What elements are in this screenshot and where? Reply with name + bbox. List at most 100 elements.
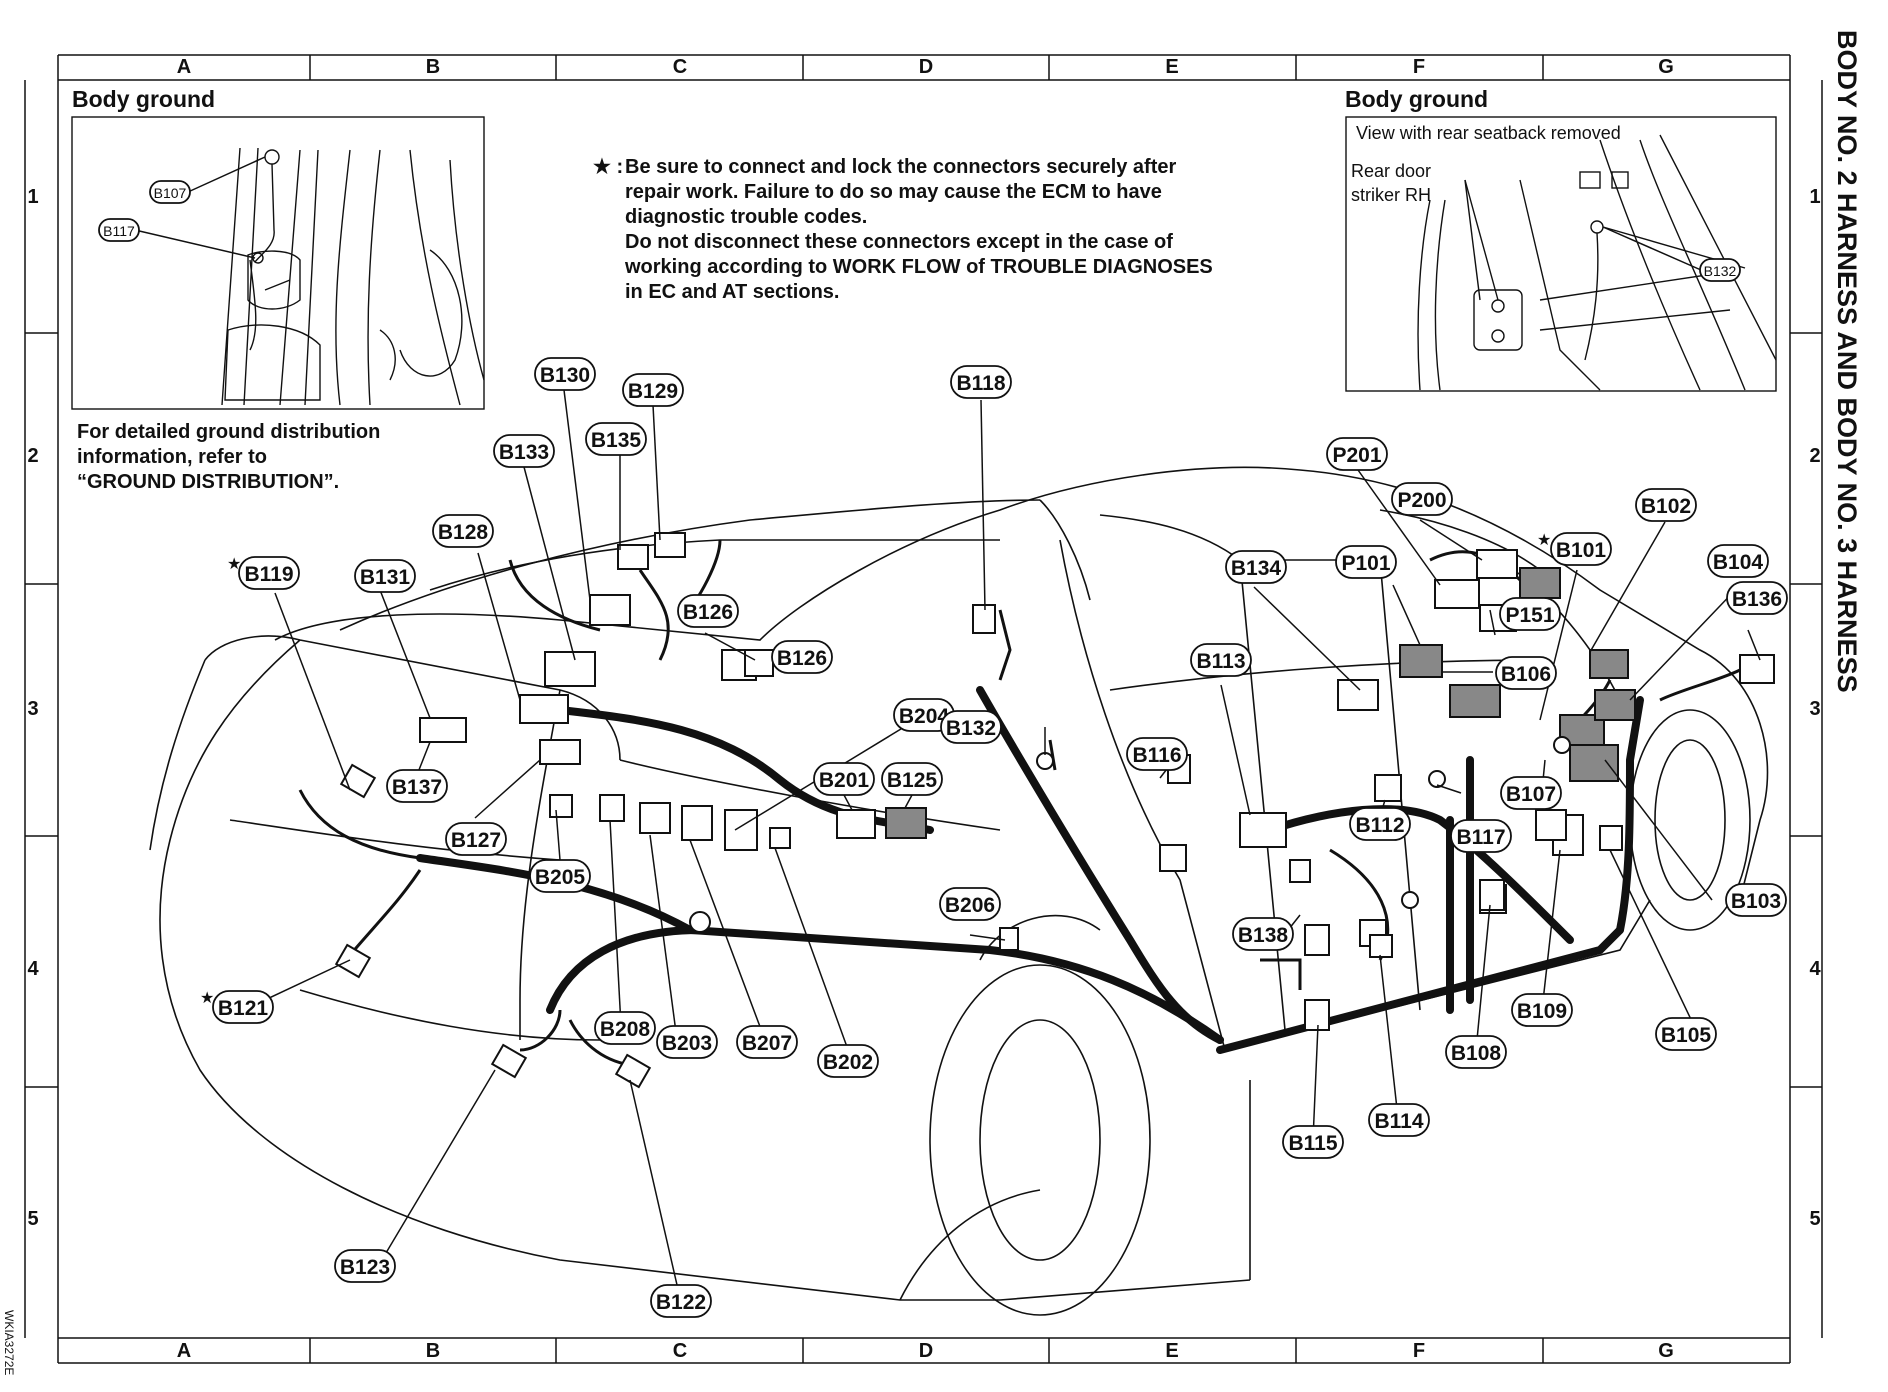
callout-b102: B102 — [1635, 488, 1697, 522]
callout-b115: B115 — [1282, 1125, 1344, 1159]
callout-b103: B103 — [1725, 883, 1787, 917]
callout-b138: B138 — [1232, 917, 1294, 951]
callout-b118: B118 — [950, 365, 1012, 399]
svg-text:B105: B105 — [1661, 1024, 1712, 1047]
callout-b130: B130 — [534, 357, 596, 391]
callout-b129: B129 — [622, 373, 684, 407]
callout-b112: B112 — [1349, 807, 1411, 841]
caution-note: ★ : Be sure to connect and lock the conn… — [593, 155, 1213, 305]
svg-text:B119: B119 — [244, 563, 293, 586]
svg-text:B204: B204 — [899, 705, 950, 728]
rear-door-striker-line-2: striker RH — [1351, 185, 1431, 205]
col-label-top-c: C — [673, 56, 687, 78]
svg-text:B203: B203 — [662, 1032, 712, 1055]
callout-b123: B123 — [334, 1249, 396, 1283]
svg-text:B126: B126 — [683, 601, 733, 624]
inset-callout-b107: B107 — [149, 180, 191, 204]
svg-text:B126: B126 — [777, 647, 827, 670]
callout-b131: B131 — [354, 559, 416, 593]
star-markers: ★ ★ ★ — [200, 532, 1551, 1007]
caution-line-6: in EC and AT sections. — [625, 281, 840, 303]
connector-callouts: B130 B129 B135 B133 B118 B128 B119 B131 … — [98, 180, 1788, 1318]
col-label-top-d: D — [919, 56, 933, 78]
col-label-bottom-c: C — [673, 1340, 687, 1362]
svg-text:B115: B115 — [1288, 1132, 1337, 1155]
callout-b122: B122 — [650, 1284, 712, 1318]
figure-code: WKIA3272E — [2, 1310, 16, 1376]
inset-right-title: Body ground — [1345, 86, 1489, 112]
page-title: BODY NO. 2 HARNESS AND BODY NO. 3 HARNES… — [1832, 30, 1862, 693]
svg-text:B117: B117 — [1456, 826, 1505, 849]
svg-text:B135: B135 — [591, 429, 642, 452]
star-b119: ★ — [227, 556, 241, 573]
callout-b119: B119 — [238, 556, 300, 590]
caution-line-2: repair work. Failure to do so may cause … — [625, 181, 1162, 203]
svg-text:B208: B208 — [600, 1018, 651, 1041]
svg-text:B103: B103 — [1731, 890, 1781, 913]
col-label-top-a: A — [177, 56, 191, 78]
callout-b105: B105 — [1655, 1017, 1717, 1051]
ground-distribution-note: For detailed ground distribution informa… — [77, 420, 380, 495]
callout-b207: B207 — [736, 1025, 798, 1059]
callout-b106: B106 — [1495, 656, 1557, 690]
svg-text:P200: P200 — [1397, 489, 1446, 512]
svg-text:B107: B107 — [154, 185, 187, 201]
svg-text:B112: B112 — [1355, 814, 1404, 837]
svg-text:B206: B206 — [945, 894, 995, 917]
callout-b208: B208 — [594, 1011, 656, 1045]
row-label-right-2: 2 — [1809, 445, 1820, 467]
svg-text:B201: B201 — [819, 769, 870, 792]
svg-text:B130: B130 — [540, 364, 590, 387]
inset-left-drawing — [71, 116, 485, 410]
svg-text:B102: B102 — [1641, 495, 1691, 518]
svg-text:B109: B109 — [1517, 1000, 1567, 1023]
callout-b126-b: B126 — [771, 640, 833, 674]
callout-b101: B101 — [1550, 532, 1612, 566]
svg-text:B114: B114 — [1374, 1110, 1423, 1133]
svg-text:B121: B121 — [218, 997, 269, 1020]
callout-b104: B104 — [1707, 544, 1769, 578]
callout-b205: B205 — [529, 859, 591, 893]
star-b121: ★ — [200, 990, 214, 1007]
svg-text:P101: P101 — [1341, 552, 1390, 575]
row-label-left-5: 5 — [27, 1208, 38, 1230]
callout-b137: B137 — [386, 769, 448, 803]
svg-text:B122: B122 — [656, 1291, 706, 1314]
svg-text:B125: B125 — [887, 769, 938, 792]
svg-text:P151: P151 — [1505, 604, 1554, 627]
callout-b136: B136 — [1726, 581, 1788, 615]
svg-text:B205: B205 — [535, 866, 586, 889]
row-label-right-3: 3 — [1809, 698, 1820, 720]
car-outline — [149, 466, 1769, 1316]
svg-text:B137: B137 — [392, 776, 442, 799]
svg-text:B118: B118 — [956, 372, 1005, 395]
ground-note-line-2: information, refer to — [77, 446, 268, 468]
svg-text:B128: B128 — [438, 521, 489, 544]
leader-lines — [134, 156, 1761, 1299]
inset-callout-b117: B117 — [98, 218, 140, 242]
col-label-bottom-g: G — [1658, 1340, 1674, 1362]
col-label-bottom-a: A — [177, 1340, 191, 1362]
callout-b127: B127 — [445, 822, 507, 856]
svg-text:B127: B127 — [451, 829, 501, 852]
svg-text:B134: B134 — [1231, 557, 1282, 580]
callout-b128: B128 — [432, 514, 494, 548]
star-b101: ★ — [1537, 532, 1551, 549]
col-label-bottom-f: F — [1413, 1340, 1425, 1362]
svg-text:B138: B138 — [1238, 924, 1289, 947]
col-label-top-b: B — [426, 56, 440, 78]
callout-p101: P101 — [1335, 545, 1397, 579]
caution-line-4: Do not disconnect these connectors excep… — [625, 231, 1173, 253]
svg-text:B132: B132 — [1704, 263, 1737, 279]
col-label-bottom-b: B — [426, 1340, 440, 1362]
col-label-top-f: F — [1413, 56, 1425, 78]
grid-labels: A B C D E F G A B C D E F G 1 2 3 4 5 1 … — [27, 56, 1821, 1362]
callout-b121: B121 — [212, 990, 274, 1024]
callout-b204: B204 — [893, 698, 955, 732]
callout-b114: B114 — [1368, 1103, 1430, 1137]
callout-p200: P200 — [1391, 482, 1453, 516]
inset-left-title: Body ground — [72, 86, 216, 112]
row-label-left-2: 2 — [27, 445, 38, 467]
callout-p201: P201 — [1326, 437, 1388, 471]
callout-b117: B117 — [1450, 819, 1512, 853]
